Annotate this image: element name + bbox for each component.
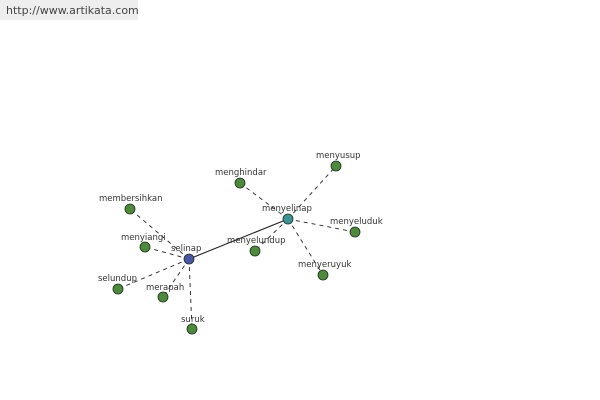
node-selundup[interactable] (112, 283, 124, 295)
node-menyeruyuk[interactable] (317, 269, 329, 281)
edges-layer (117, 165, 356, 330)
node-label-menyeluduk[interactable]: menyeluduk (330, 217, 383, 227)
node-menghindar[interactable] (234, 177, 246, 189)
node-menyelundup[interactable] (249, 245, 261, 257)
node-label-merapah[interactable]: merapah (146, 283, 184, 293)
edge-menyelinap-menyusup (287, 165, 337, 220)
node-label-membersihkan[interactable]: membersihkan (99, 194, 162, 204)
node-label-menyiangi[interactable]: menyiangi (121, 233, 166, 243)
edge-selinap-selundup (117, 258, 190, 290)
node-merapah[interactable] (157, 291, 169, 303)
node-label-selinap[interactable]: selinap (171, 244, 201, 254)
node-membersihkan[interactable] (124, 203, 136, 215)
node-label-suruk[interactable]: suruk (181, 315, 205, 325)
edge-menyelinap-menyeluduk (287, 218, 356, 233)
edge-selinap-suruk (188, 258, 193, 330)
edge-menyelinap-menyelundup (254, 218, 289, 252)
node-label-menyelundup[interactable]: menyelundup (227, 236, 285, 246)
edge-selinap-membersihkan (129, 208, 190, 260)
nodes-layer (112, 160, 361, 335)
node-selinap[interactable] (183, 253, 195, 265)
node-menyelinap[interactable] (282, 213, 294, 225)
node-label-menyeruyuk[interactable]: menyeruyuk (298, 260, 351, 270)
edge-menyelinap-menyeruyuk (287, 218, 324, 276)
node-label-menyelinap[interactable]: menyelinap (262, 204, 312, 214)
node-label-menyusup[interactable]: menyusup (316, 151, 361, 161)
node-menyeluduk[interactable] (349, 226, 361, 238)
node-suruk[interactable] (186, 323, 198, 335)
edge-menyelinap-menghindar (239, 182, 289, 220)
edge-selinap-menyelinap (188, 218, 289, 260)
node-menyiangi[interactable] (139, 241, 151, 253)
node-label-selundup[interactable]: selundup (98, 274, 137, 284)
node-label-menghindar[interactable]: menghindar (215, 168, 267, 178)
watermark-url-bar: http://www.artikata.com (0, 0, 139, 20)
node-menyusup[interactable] (330, 160, 342, 172)
watermark-url: http://www.artikata.com (6, 3, 139, 17)
labels-layer: selinap menyelinap membersihkan menyiangi se… (98, 151, 383, 325)
